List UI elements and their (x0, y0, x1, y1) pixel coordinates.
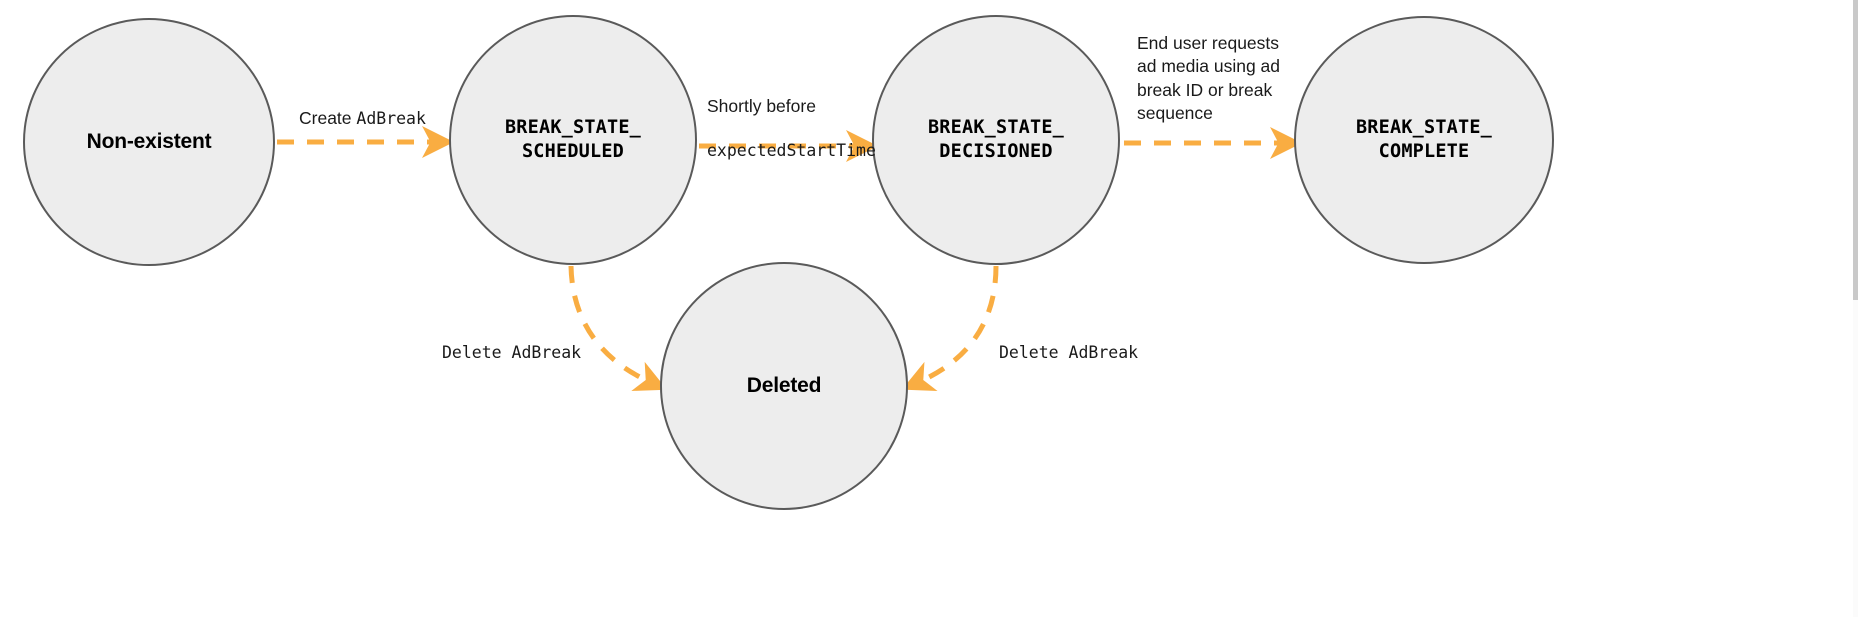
state-node-label: BREAK_STATE_ SCHEDULED (504, 117, 642, 162)
state-node-label: BREAK_STATE_ COMPLETE (1355, 117, 1493, 162)
state-node-non-existent[interactable]: Non-existent (23, 18, 275, 266)
edge-label-shortly-before-expected-start-time: Shortly before expectedStartTime (707, 74, 876, 183)
edge-label-end-user-requests-ad-media: End user requests ad media using ad brea… (1137, 33, 1281, 123)
edge-label-text-mono: AdBreak (356, 109, 426, 129)
edge-label-text-plain: Create (299, 108, 357, 129)
edge-label-text-mono: expectedStartTime (707, 140, 876, 160)
state-node-break-state-decisioned[interactable]: BREAK_STATE_ DECISIONED (872, 15, 1120, 265)
edge-delete-adbreak-from-decisioned (901, 265, 999, 392)
state-node-label: BREAK_STATE_ DECISIONED (927, 117, 1065, 162)
state-node-break-state-scheduled[interactable]: BREAK_STATE_ SCHEDULED (449, 15, 697, 265)
vertical-scrollbar-thumb[interactable] (1853, 0, 1858, 300)
edge-label-delete-adbreak-from-scheduled: Delete AdBreak (442, 343, 582, 362)
state-node-label: Non-existent (86, 129, 212, 153)
state-node-deleted[interactable]: Deleted (660, 262, 908, 510)
edge-label-delete-adbreak-from-decisioned: Delete AdBreak (999, 343, 1139, 362)
edge-label-create-adbreak: Create AdBreak (299, 86, 426, 131)
vertical-scrollbar-track[interactable] (1853, 0, 1858, 617)
state-node-label: Deleted (746, 373, 822, 397)
state-node-break-state-complete[interactable]: BREAK_STATE_ COMPLETE (1294, 16, 1554, 264)
edge-label-text-plain: Shortly before (707, 96, 816, 117)
edge-delete-adbreak-from-scheduled (568, 265, 668, 391)
